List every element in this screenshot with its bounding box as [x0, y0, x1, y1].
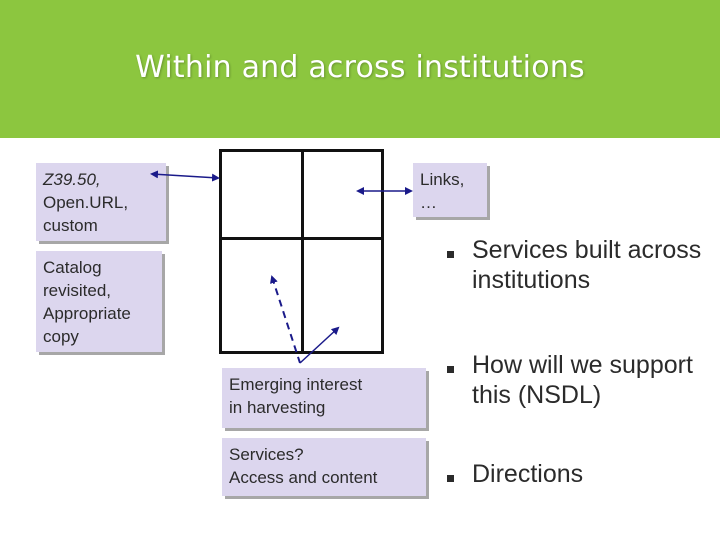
bullet-square-icon — [447, 251, 454, 258]
callout-line: Z39.50, — [43, 170, 101, 189]
grid-horizontal-divider — [222, 237, 381, 240]
callout-line: Appropriate — [43, 304, 131, 323]
grid-vertical-divider — [301, 152, 304, 351]
callout-line: … — [420, 193, 437, 212]
callout-line: custom — [43, 216, 98, 235]
callout-line: Services? — [229, 445, 304, 464]
links-callout: Links, … — [413, 163, 487, 217]
bullet-text: How will we support this (NSDL) — [472, 351, 693, 409]
protocols-callout: Z39.50, Open.URL, custom — [36, 163, 166, 241]
callout-line: Links, — [420, 170, 465, 189]
callout-line: Emerging interest — [229, 375, 363, 394]
catalog-callout: Catalog revisited, Appropriate copy — [36, 251, 162, 352]
callout-line: in harvesting — [229, 398, 326, 417]
slide-title: Within and across institutions — [135, 50, 585, 85]
bullet-text: Directions — [472, 460, 584, 488]
callout-line: Catalog — [43, 258, 102, 277]
services-callout: Services? Access and content — [222, 438, 426, 496]
callout-line: Access and content — [229, 468, 378, 487]
bullet-square-icon — [447, 366, 454, 373]
institution-grid — [219, 149, 384, 354]
callout-line: revisited, — [43, 281, 112, 300]
harvesting-callout: Emerging interest in harvesting — [222, 368, 426, 428]
callout-line: copy — [43, 327, 79, 346]
bullet-text: Services built across institutions — [472, 236, 702, 294]
bullet-square-icon — [447, 475, 454, 482]
title-band — [0, 0, 720, 138]
callout-line: Open.URL, — [43, 193, 129, 212]
